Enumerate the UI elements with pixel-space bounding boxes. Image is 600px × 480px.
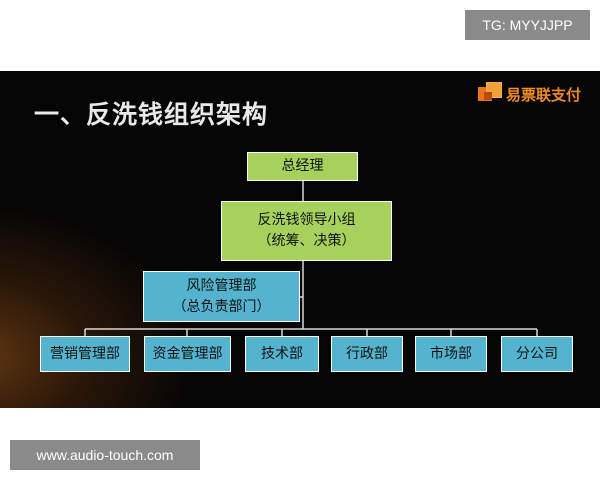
department-label: 分公司 (516, 345, 558, 362)
watermark-bottom: www.audio-touch.com (10, 440, 200, 470)
department-label: 技术部 (261, 345, 303, 362)
brand-logo: 易票联支付 (478, 79, 581, 109)
node-department: 营销管理部 (40, 336, 130, 372)
node-department: 行政部 (331, 336, 403, 372)
connector-lines (84, 180, 538, 337)
watermark-top: TG: MYYJJPP (465, 10, 590, 40)
department-label: 营销管理部 (50, 345, 120, 362)
node-risk-management-dept: 风险管理部 （总负责部门） (143, 271, 300, 322)
department-label: 市场部 (430, 345, 472, 362)
department-label: 资金管理部 (152, 345, 223, 362)
node-general-manager: 总经理 (247, 152, 358, 181)
node-aml-leading-group-subtitle: （统筹、决策） (257, 233, 356, 249)
node-department: 市场部 (415, 336, 487, 372)
node-risk-management-title: 风险管理部 (186, 277, 257, 294)
node-risk-management-subtitle: （总负责部门） (172, 298, 271, 315)
node-department: 分公司 (501, 336, 573, 372)
node-department: 技术部 (245, 336, 319, 372)
slide-title: 一、反洗钱组织架构 (34, 100, 269, 129)
node-general-manager-label: 总经理 (281, 158, 324, 174)
node-aml-leading-group-title: 反洗钱领导小组 (257, 212, 356, 228)
node-aml-leading-group: 反洗钱领导小组 （统筹、决策） (221, 201, 392, 261)
logo-text: 易票联支付 (506, 85, 582, 104)
orange-squares-logo-icon (478, 82, 502, 106)
department-label: 行政部 (346, 345, 388, 362)
slide: 一、反洗钱组织架构 易票联支付 总经理 反洗钱领导小组 （统筹、决策） 风险管理… (0, 71, 600, 408)
node-department: 资金管理部 (144, 336, 231, 372)
